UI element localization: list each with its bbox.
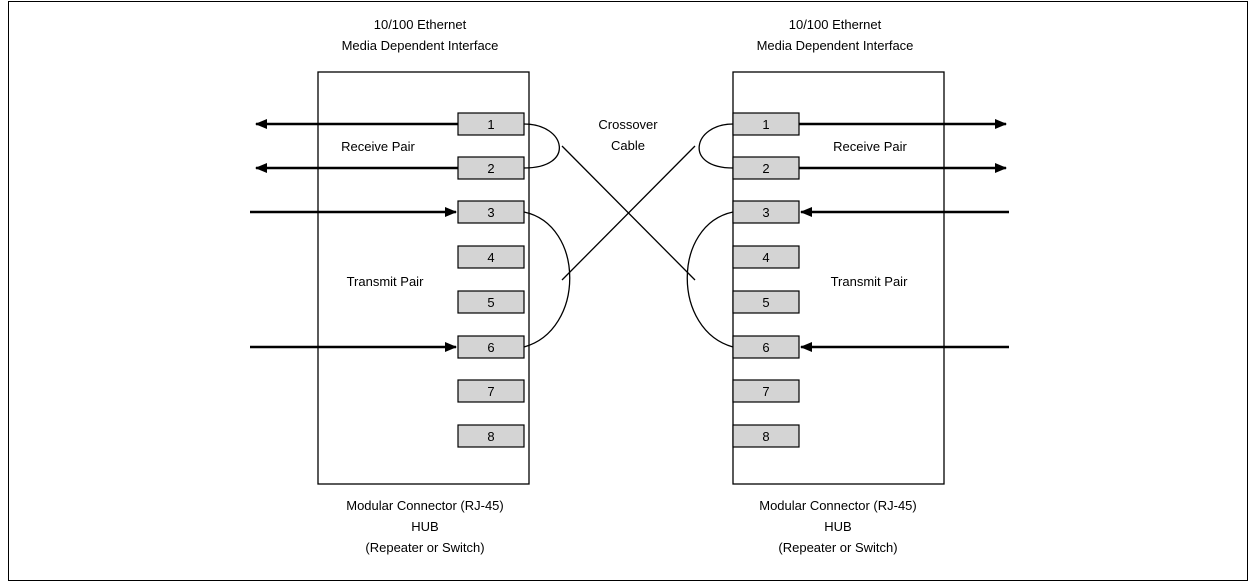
right-pin-2-label: 2 bbox=[762, 161, 769, 176]
left-pin-8: 8 bbox=[457, 424, 525, 448]
left-footer-line3: (Repeater or Switch) bbox=[365, 540, 484, 555]
cable-label-line2: Cable bbox=[611, 138, 645, 153]
left-pin-5: 5 bbox=[457, 290, 525, 314]
left-pin-6: 6 bbox=[457, 335, 525, 359]
left-pin-4: 4 bbox=[457, 245, 525, 269]
right-pin-1-label: 1 bbox=[762, 117, 769, 132]
left-hub-box bbox=[317, 71, 530, 485]
cable-label-line1: Crossover bbox=[598, 117, 658, 132]
right-pin-3: 3 bbox=[732, 200, 800, 224]
right-hub-box bbox=[732, 71, 945, 485]
left-pin-2-label: 2 bbox=[487, 161, 494, 176]
right-pin-2: 2 bbox=[732, 156, 800, 180]
right-pin-8: 8 bbox=[732, 424, 800, 448]
right-pin-7: 7 bbox=[732, 379, 800, 403]
left-pin-1: 1 bbox=[457, 112, 525, 136]
right-footer-line3: (Repeater or Switch) bbox=[778, 540, 897, 555]
cable-wire-transmit-to-receive bbox=[561, 145, 696, 281]
right-pin-7-label: 7 bbox=[762, 384, 769, 399]
right-receive-pair-label: Receive Pair bbox=[833, 139, 907, 154]
left-pin-3-label: 3 bbox=[487, 205, 494, 220]
left-transmit-pair-label: Transmit Pair bbox=[347, 274, 424, 289]
left-transmit-loop bbox=[523, 211, 571, 348]
right-footer-line2: HUB bbox=[824, 519, 851, 534]
right-hub: 10/100 Ethernet Media Dependent Interfac… bbox=[732, 17, 1009, 555]
left-pin-3: 3 bbox=[457, 200, 525, 224]
right-footer-line1: Modular Connector (RJ-45) bbox=[759, 498, 917, 513]
crossover-cable bbox=[523, 123, 734, 348]
right-pin-5: 5 bbox=[732, 290, 800, 314]
right-pin-6-label: 6 bbox=[762, 340, 769, 355]
right-pin-1: 1 bbox=[732, 112, 800, 136]
diagram-frame bbox=[8, 1, 1248, 581]
right-pin-4-label: 4 bbox=[762, 250, 769, 265]
left-pin-2: 2 bbox=[457, 156, 525, 180]
left-pin-1-label: 1 bbox=[487, 117, 494, 132]
left-pin-6-label: 6 bbox=[487, 340, 494, 355]
left-header-line2: Media Dependent Interface bbox=[342, 38, 499, 53]
right-header-line1: 10/100 Ethernet bbox=[789, 17, 882, 32]
right-receive-loop bbox=[698, 123, 734, 169]
left-footer-line2: HUB bbox=[411, 519, 438, 534]
left-pin-5-label: 5 bbox=[487, 295, 494, 310]
left-receive-loop bbox=[523, 123, 560, 169]
left-pin-8-label: 8 bbox=[487, 429, 494, 444]
left-footer-line1: Modular Connector (RJ-45) bbox=[346, 498, 504, 513]
right-pin-3-label: 3 bbox=[762, 205, 769, 220]
right-pin-4: 4 bbox=[732, 245, 800, 269]
left-pin-7: 7 bbox=[457, 379, 525, 403]
left-header-line1: 10/100 Ethernet bbox=[374, 17, 467, 32]
right-header-line2: Media Dependent Interface bbox=[757, 38, 914, 53]
left-hub: 10/100 Ethernet Media Dependent Interfac… bbox=[250, 17, 530, 555]
right-pin-5-label: 5 bbox=[762, 295, 769, 310]
right-transmit-loop bbox=[686, 211, 734, 348]
left-pin-7-label: 7 bbox=[487, 384, 494, 399]
right-transmit-pair-label: Transmit Pair bbox=[831, 274, 908, 289]
left-pin-4-label: 4 bbox=[487, 250, 494, 265]
right-pin-6: 6 bbox=[732, 335, 800, 359]
left-receive-pair-label: Receive Pair bbox=[341, 139, 415, 154]
right-pin-8-label: 8 bbox=[762, 429, 769, 444]
